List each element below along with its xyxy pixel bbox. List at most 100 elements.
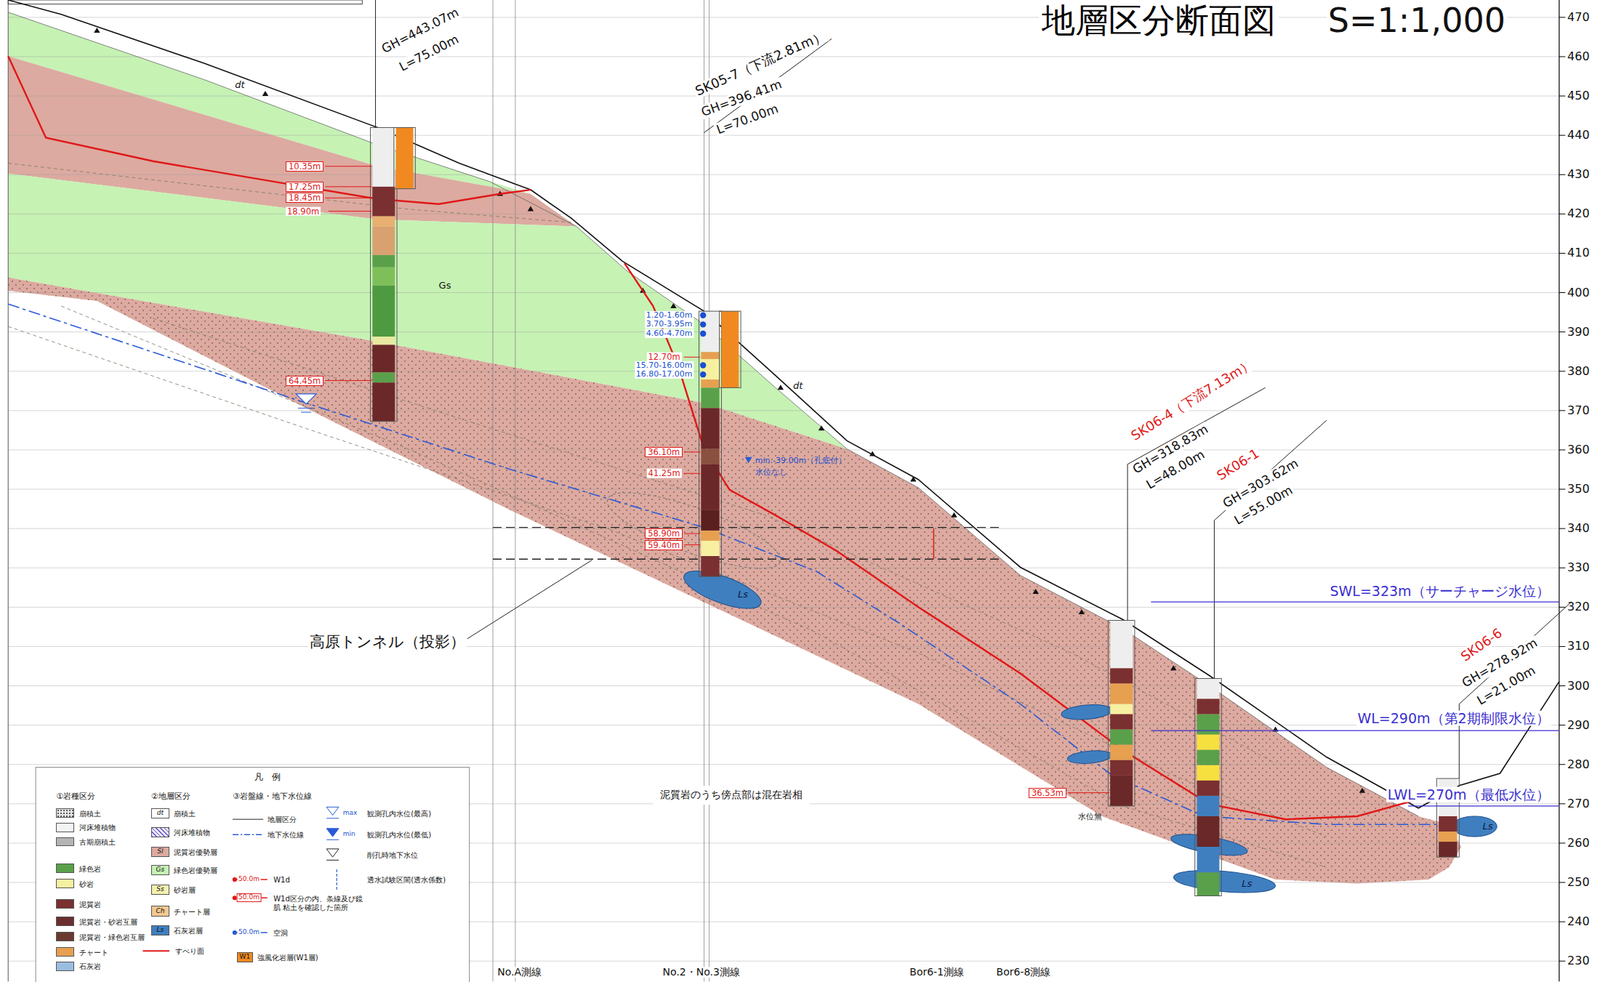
leader-line [684,544,701,546]
legend-swatch [55,931,75,942]
frame-line [7,0,9,982]
legend-code: Gs [156,866,166,874]
legend-text: 地下水位線 [267,830,304,839]
node-text: 泥質岩のうち傍点部は混在岩相 [660,788,803,802]
node-text: 59.40m [647,540,680,550]
node-text: 64.45m [288,376,321,386]
borehole-log [372,127,395,187]
legend-text: 透水試験区間(透水係数) [367,875,446,884]
weathering-log [721,311,739,388]
talus-mark [777,384,784,390]
legend-dot [232,930,237,935]
legend-line [143,950,170,952]
borehole-log [1110,714,1133,730]
borehole-outline [1195,678,1222,896]
borehole-log [372,285,395,337]
note-box: 泥質岩のうち傍点部は混在岩相 [652,785,810,805]
weathering-log [396,127,414,189]
limestone-lens [1172,867,1276,897]
elevation-tick: 360 [1567,443,1590,457]
legend-heading: ③岩盤線・地下水位線 [232,792,312,802]
node-text: 17.25m [288,182,321,192]
legend-code: 50.0m [236,893,262,903]
depth-box: 36.53m [1028,788,1067,799]
elevation-grid [7,95,1560,97]
formation-line [7,163,572,223]
elevation-tick: 330 [1567,561,1590,575]
borehole-log [1110,760,1133,776]
node-text: 58.90m [647,529,680,538]
legend-text: 空洞 [273,928,288,937]
reservoir-level [1150,601,1559,603]
test-point [700,312,706,319]
axis-tick [1559,685,1566,687]
borehole-log [372,186,395,217]
legend-text: 観測孔内水位(最低) [367,830,432,839]
elevation-tick: 370 [1567,404,1590,418]
borehole-log [1110,683,1133,704]
legend-text: 泥質岩・緑色岩互層 [79,932,145,941]
limestone-lens [679,563,766,617]
elevation-grid [7,764,1560,765]
borehole-log [700,379,719,388]
axis-tick [1559,803,1566,804]
borehole-outline [719,311,741,388]
legend-symbol [326,828,339,837]
leader-line [324,186,372,187]
elevation-tick: 290 [1567,718,1590,733]
talus-mark [670,303,677,309]
borehole-log [1438,816,1457,832]
limestone-lens [1451,816,1497,837]
borehole-log [700,387,719,408]
legend-dot [232,877,237,882]
axis-tick [1559,55,1566,57]
leader-line [1067,792,1110,794]
borehole-log [1110,620,1133,669]
legend-swatch [55,947,75,957]
depth-box: 17.25m [285,181,324,192]
depth-box: 59.40m [644,540,683,551]
elevation-tick: 430 [1567,167,1590,182]
legend-text: W1d区分の内、条線及び鏡肌 粘土を確認した箇所 [273,894,368,912]
legend-text: 石灰岩 [79,962,102,971]
axis-tick [1559,764,1566,765]
water-note: 水位無 [1078,812,1103,822]
formation-line [153,318,1276,764]
talus-mark [869,450,876,456]
legend-code: 50.0m [236,929,261,937]
legend-code: Sl [157,848,163,856]
talus-mark [1032,588,1039,594]
legend-heading: ②地層区分 [151,792,191,802]
legend-swatch [55,808,75,818]
borehole-outline [699,311,722,577]
legend-swatch [55,961,75,972]
test-point [700,371,706,378]
reservoir-level [1150,729,1559,731]
leader-line [684,533,701,535]
talus-mark [1170,665,1177,671]
elevation-grid [7,409,1560,411]
legend-line [232,819,264,820]
talus-mark [93,27,100,33]
borehole-log [372,382,395,421]
survey-line [514,0,516,982]
elevation-grid [7,606,1560,608]
borehole-log [1110,729,1133,746]
axis-tick [1559,842,1566,844]
unit-code: Ls [1482,821,1494,832]
legend-heading: ①岩種区分 [55,792,96,802]
slip-surface [7,55,531,205]
borehole-log [700,464,719,511]
borehole-log [372,226,395,256]
axis-tick [1559,331,1566,333]
legend-text: 地層区分 [267,815,297,824]
ground-surface [7,0,1560,809]
tunnel-label: 高原トンネル（投影） [308,634,467,652]
test-point [700,362,706,368]
elevation-grid [7,567,1560,569]
survey-line-label: No.2・No.3測線 [661,966,742,978]
test-interval: 16.80-17.00m [634,370,695,379]
borehole-log [1197,699,1220,715]
borehole-outline [394,127,416,189]
